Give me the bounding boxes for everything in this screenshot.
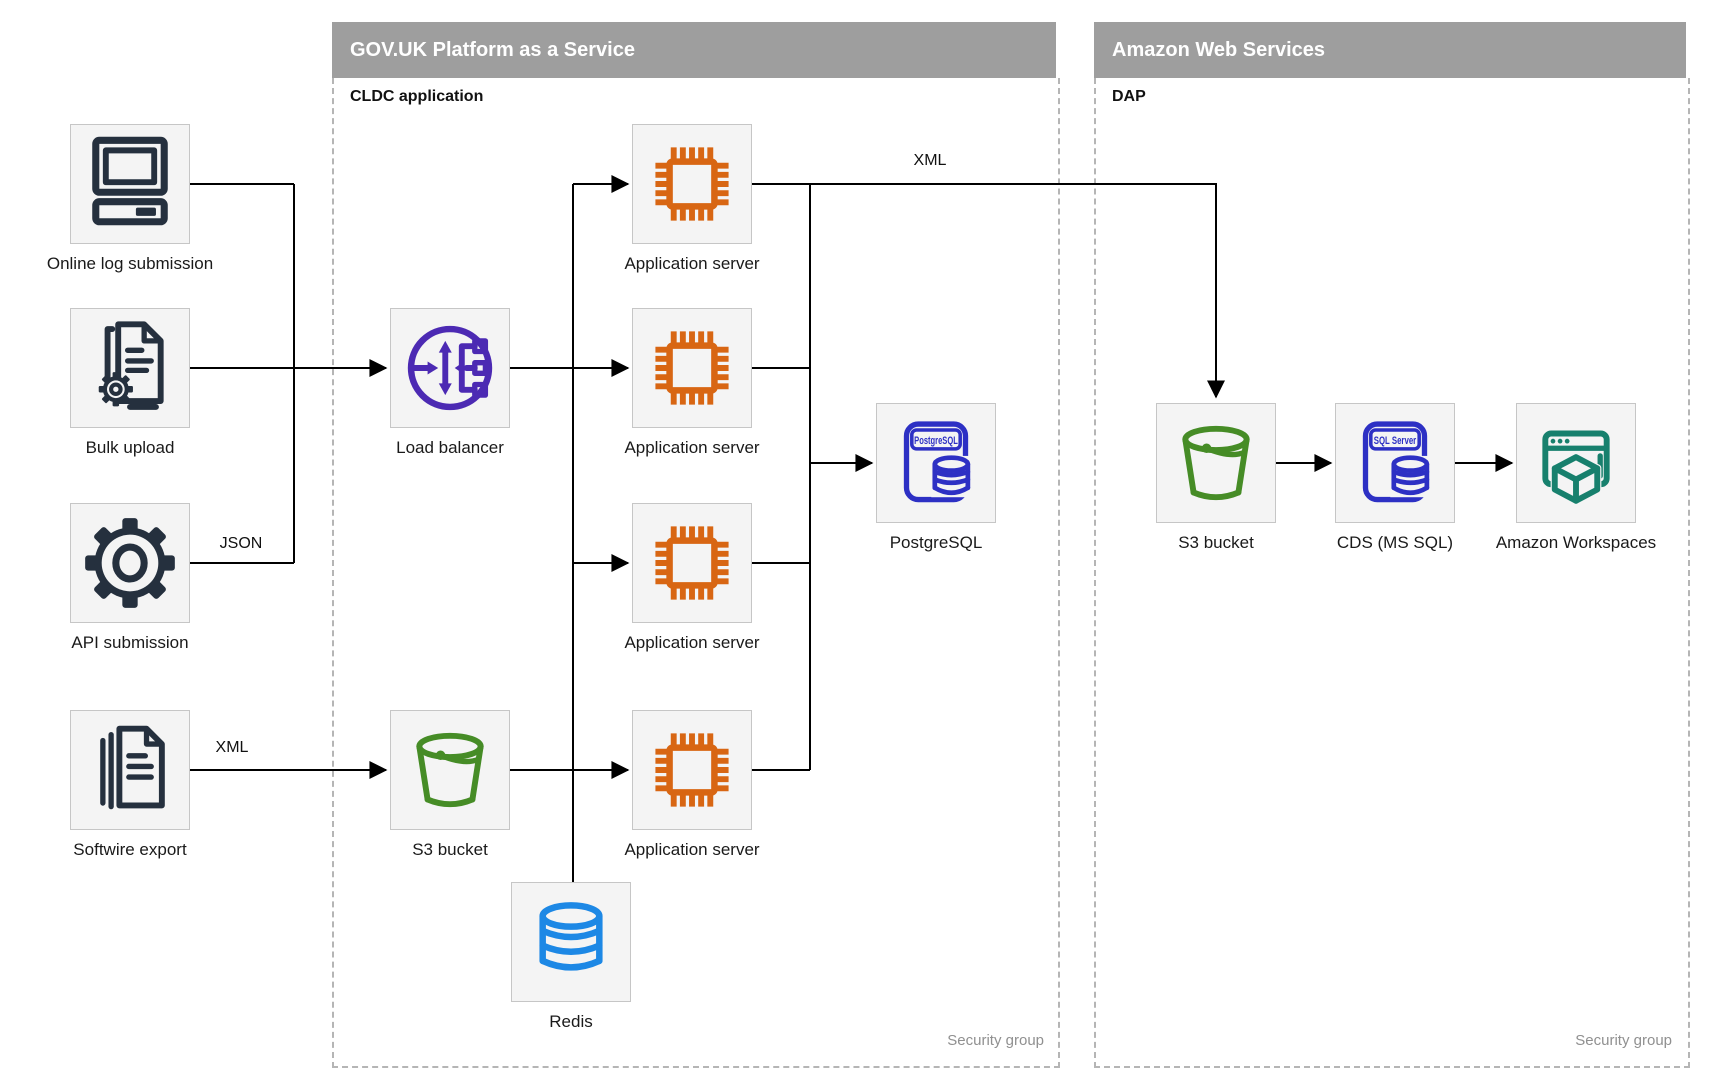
node-label-paas-s3-bucket: S3 bucket (412, 840, 488, 859)
node-softwire-export (70, 710, 190, 830)
node-cds-mssql: SQL Server (1335, 403, 1455, 523)
computer-icon (92, 136, 168, 226)
node-app-server-1 (632, 124, 752, 244)
paas-subtitle: CLDC application (350, 88, 484, 105)
node-label-aws-s3-bucket: S3 bucket (1178, 533, 1254, 552)
sql-server-icon-text: SQL Server (1374, 435, 1417, 447)
aws-container-header: Amazon Web Services (1094, 22, 1686, 78)
documents-stack-icon (100, 725, 165, 810)
paas-container-header: GOV.UK Platform as a Service (332, 22, 1056, 78)
document-gear-icon (98, 321, 164, 410)
chip-icon (655, 147, 729, 221)
node-label-softwire-export: Softwire export (73, 840, 187, 859)
chip-icon (655, 331, 729, 405)
sql-server-rds-icon: SQL Server (1362, 421, 1430, 503)
postgresql-icon-text: PostgreSQL (914, 435, 958, 447)
node-online-log-submission (70, 124, 190, 244)
paas-security-group-label: Security group (947, 1032, 1044, 1049)
node-label-redis: Redis (549, 1012, 593, 1031)
node-api-submission (70, 503, 190, 623)
gear-icon (85, 518, 175, 608)
node-redis (511, 882, 631, 1002)
node-label-amazon-workspaces: Amazon Workspaces (1495, 533, 1657, 552)
s3-bucket-icon (1182, 425, 1250, 501)
node-label-app-server-1: Application server (624, 254, 760, 273)
node-app-server-3 (632, 503, 752, 623)
node-label-bulk-upload: Bulk upload (85, 438, 175, 457)
node-aws-s3-bucket (1156, 403, 1276, 523)
node-app-server-4 (632, 710, 752, 830)
load-balancer-icon (407, 325, 493, 411)
node-label-load-balancer: Load balancer (396, 438, 504, 457)
node-bulk-upload (70, 308, 190, 428)
s3-bucket-icon (416, 732, 484, 808)
chip-icon (655, 526, 729, 600)
paas-container-border (332, 78, 1060, 1068)
edge-label-xml-app: XML (913, 152, 947, 169)
node-app-server-2 (632, 308, 752, 428)
edge-label-xml-softwire: XML (215, 739, 249, 756)
workspaces-icon (1542, 430, 1610, 505)
node-label-api-submission: API submission (71, 633, 189, 652)
aws-security-group-label: Security group (1575, 1032, 1672, 1049)
aws-subtitle: DAP (1112, 88, 1146, 105)
node-label-app-server-2: Application server (624, 438, 760, 457)
node-paas-s3-bucket (390, 710, 510, 830)
chip-icon (655, 733, 729, 807)
node-label-online-log-submission: Online log submission (46, 254, 214, 273)
node-postgresql: PostgreSQL (876, 403, 996, 523)
aws-container-border (1094, 78, 1690, 1068)
edge-label-json: JSON (219, 535, 263, 552)
node-label-postgresql: PostgreSQL (889, 533, 983, 552)
node-label-app-server-3: Application server (624, 633, 760, 652)
node-load-balancer (390, 308, 510, 428)
node-amazon-workspaces (1516, 403, 1636, 523)
postgresql-rds-icon: PostgreSQL (903, 421, 971, 503)
node-label-app-server-4: Application server (624, 840, 760, 859)
database-icon (539, 902, 603, 971)
node-label-cds-mssql: CDS (MS SQL) (1336, 533, 1454, 552)
